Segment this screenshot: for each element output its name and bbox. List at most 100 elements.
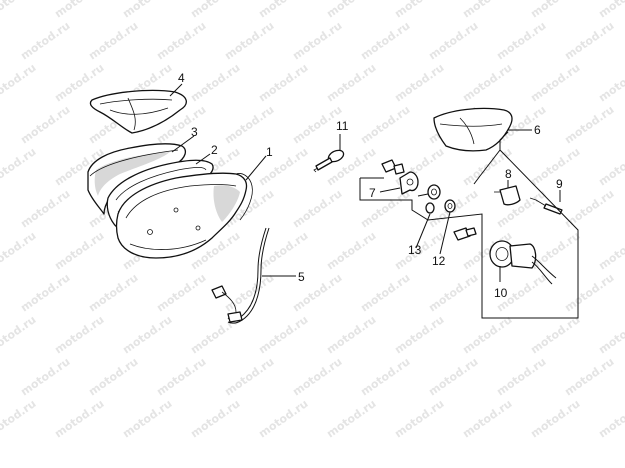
watermark-text: motod.ru [0,397,39,440]
watermark-text: motod.ru [562,271,616,314]
watermark-text: motod.ru [324,397,378,440]
callout-3: 3 [191,125,198,139]
watermark-text: motod.ru [324,61,378,104]
watermark-text: motod.ru [528,0,582,20]
watermark-text: motod.ru [0,61,39,104]
callout-1: 1 [266,145,273,159]
watermark-text: motod.ru [460,397,514,440]
watermark-text: motod.ru [528,61,582,104]
watermark-text: motod.ru [426,355,480,398]
watermark-text: motod.ru [256,397,310,440]
watermark-text: motod.ru [86,355,140,398]
watermark-text: motod.ru [18,19,72,62]
watermark-text: motod.ru [256,145,310,188]
watermark-text: motod.ru [86,271,140,314]
watermark-text: motod.ru [290,187,344,230]
watermark-text: motod.ru [562,103,616,146]
watermark-text: motod.ru [52,313,106,356]
watermark-text: motod.ru [120,397,174,440]
watermark-text: motod.ru [358,19,412,62]
watermark-text: motod.ru [460,61,514,104]
watermark-text: motod.ru [460,0,514,20]
watermark-text: motod.ru [562,19,616,62]
callout-7: 7 [369,186,376,200]
watermark-text: motod.ru [460,313,514,356]
watermark-text: motod.ru [0,229,39,272]
watermark-text: motod.ru [222,355,276,398]
watermark-text: motod.ru [358,355,412,398]
watermark-text: motod.ru [392,0,446,20]
watermark-text: motod.ru [596,229,625,272]
watermark-text: motod.ru [18,355,72,398]
callout-13: 13 [408,243,422,257]
callout-11: 11 [336,119,349,133]
watermark-text: motod.ru [392,397,446,440]
watermark-text: motod.ru [0,313,39,356]
watermark-text: motod.ru [18,271,72,314]
callout-6: 6 [534,123,541,137]
watermark-text: motod.ru [18,187,72,230]
watermark-text: motod.ru [324,0,378,20]
watermark-text: motod.ru [188,397,242,440]
watermark-text: motod.ru [52,229,106,272]
watermark-text: motod.ru [426,271,480,314]
watermark-text: motod.ru [596,61,625,104]
watermark-text: motod.ru [392,313,446,356]
watermark-text: motod.ru [358,187,412,230]
watermark-text: motod.ru [256,0,310,20]
assembly-bracket [359,131,579,319]
watermark-text: motod.ru [494,19,548,62]
watermark-text: motod.ru [324,313,378,356]
callout-2: 2 [211,143,218,157]
watermark-text: motod.ru [0,145,39,188]
part-13-washer [425,184,441,214]
leader-lines [169,83,561,282]
part-8-clip [494,185,521,206]
watermark-text: motod.ru [324,229,378,272]
watermark-text: motod.ru [256,61,310,104]
watermark-text: motod.ru [18,103,72,146]
callouts: 4 3 2 1 5 11 6 7 8 9 10 12 13 [178,71,563,300]
part-12-key-washer [444,199,477,241]
watermark-text: motod.ru [494,355,548,398]
part-11-key [313,149,345,173]
watermark-text: motod.ru [596,313,625,356]
watermark-text: motod.ru [528,313,582,356]
watermark-text: motod.ru [120,313,174,356]
watermark-text: motod.ru [256,229,310,272]
watermark-text: motod.ru [426,19,480,62]
part-5-cable [211,227,270,324]
watermark-text: motod.ru [290,19,344,62]
watermark-text: motod.ru [120,0,174,20]
watermark-text: motod.ru [188,0,242,20]
watermark-text: motod.ru [290,355,344,398]
watermark-text: motod.ru [52,397,106,440]
watermark-text: motod.ru [0,0,39,20]
watermark-text: motod.ru [222,19,276,62]
part-4-pad [89,89,187,134]
callout-4: 4 [178,71,185,85]
watermark-text: motod.ru [596,397,625,440]
watermark-text: motod.ru [562,187,616,230]
part-7-lock-barrel [381,159,419,195]
watermark-text: motod.ru [52,0,106,20]
callout-9: 9 [556,177,563,191]
callout-10: 10 [494,286,508,300]
watermark-text: motod.ru [596,0,625,20]
watermark-text: motod.ru [222,103,276,146]
callout-5: 5 [298,270,305,284]
watermark-text: motod.ru [392,61,446,104]
watermark-text: motod.ru [358,103,412,146]
watermark-text: motod.ru [188,61,242,104]
watermark-text: motod.ru [596,145,625,188]
callout-12: 12 [432,254,446,268]
watermark-text: motod.ru [154,271,208,314]
watermark-text: motod.ru [562,355,616,398]
watermark-text: motod.ru [256,313,310,356]
watermark-text: motod.ru [528,397,582,440]
part-10-ignition-switch [489,240,557,285]
watermark-text: motod.ru [358,271,412,314]
